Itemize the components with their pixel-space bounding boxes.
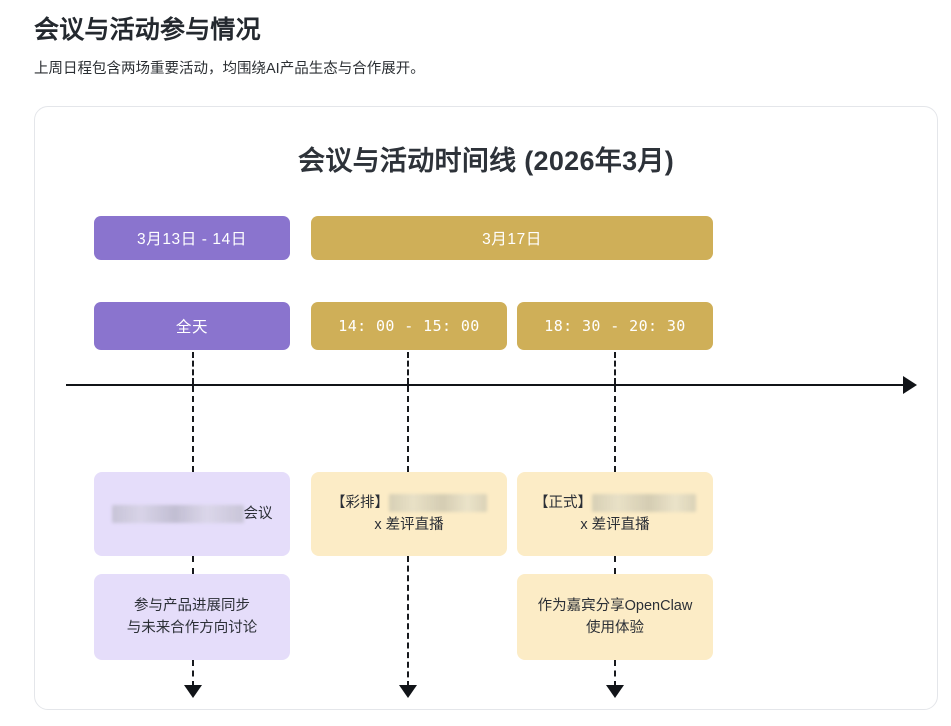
connector-desc-1	[192, 556, 194, 574]
description-card-2-line2: 使用体验	[586, 620, 644, 636]
description-card-2-line1: 作为嘉宾分享OpenClaw	[537, 597, 693, 614]
connector-bottom-3	[614, 660, 616, 687]
timeline-axis	[66, 384, 914, 386]
time-badge-3-label: 18: 30 - 20: 30	[544, 317, 686, 335]
event-card-1-suffix: 会议	[243, 505, 273, 522]
description-card-1-line2: 与未来合作方向讨论	[126, 620, 258, 636]
event-card-1: 会议	[94, 472, 290, 556]
timeline-panel: 会议与活动时间线 (2026年3月) 3月13日 - 14日 3月17日 全天 …	[34, 106, 938, 710]
connector-desc-3	[614, 556, 616, 574]
arrow-down-icon-3	[606, 685, 624, 698]
event-card-2-suffix: x 差评直播	[374, 517, 444, 533]
time-badge-2-label: 14: 00 - 15: 00	[338, 317, 480, 335]
connector-top-2	[407, 352, 409, 384]
timeline-axis-arrow-icon	[903, 376, 917, 394]
description-card-1-line1: 参与产品进展同步	[134, 597, 250, 614]
arrow-down-icon-1	[184, 685, 202, 698]
page-header: 会议与活动参与情况 上周日程包含两场重要活动，均围绕AI产品生态与合作展开。	[0, 0, 951, 80]
arrow-down-icon-2	[399, 685, 417, 698]
connector-top-3	[614, 352, 616, 384]
connector-mid-1	[192, 386, 194, 472]
connector-bottom-1	[192, 660, 194, 687]
event-card-3-redacted-text	[592, 493, 696, 512]
connector-mid-2	[407, 386, 409, 472]
time-badge-2: 14: 00 - 15: 00	[311, 302, 507, 350]
connector-desc-2	[407, 556, 409, 687]
page-title: 会议与活动参与情况	[34, 16, 261, 44]
description-card-1: 参与产品进展同步 与未来合作方向讨论	[94, 574, 290, 660]
description-card-2: 作为嘉宾分享OpenClaw 使用体验	[517, 574, 713, 660]
time-badge-1: 全天	[94, 302, 290, 350]
date-badge-2: 3月17日	[311, 216, 713, 260]
chart-title: 会议与活动时间线 (2026年3月)	[298, 146, 674, 176]
event-card-2-redacted-text	[389, 493, 487, 512]
event-card-1-redacted-text	[111, 504, 244, 523]
event-card-3-suffix: x 差评直播	[580, 517, 650, 533]
connector-top-1	[192, 352, 194, 384]
event-card-3: 【正式】 x 差评直播	[517, 472, 713, 556]
date-badge-1: 3月13日 - 14日	[94, 216, 290, 260]
page-subtitle: 上周日程包含两场重要活动，均围绕AI产品生态与合作展开。	[34, 60, 425, 77]
connector-mid-3	[614, 386, 616, 472]
event-card-2: 【彩排】 x 差评直播	[311, 472, 507, 556]
time-badge-1-label: 全天	[175, 319, 209, 336]
time-badge-3: 18: 30 - 20: 30	[517, 302, 713, 350]
event-card-2-prefix: 【彩排】	[331, 494, 389, 511]
date-badge-2-label: 3月17日	[482, 231, 542, 248]
date-badge-1-label: 3月13日 - 14日	[137, 231, 247, 248]
event-card-3-prefix: 【正式】	[534, 494, 592, 511]
